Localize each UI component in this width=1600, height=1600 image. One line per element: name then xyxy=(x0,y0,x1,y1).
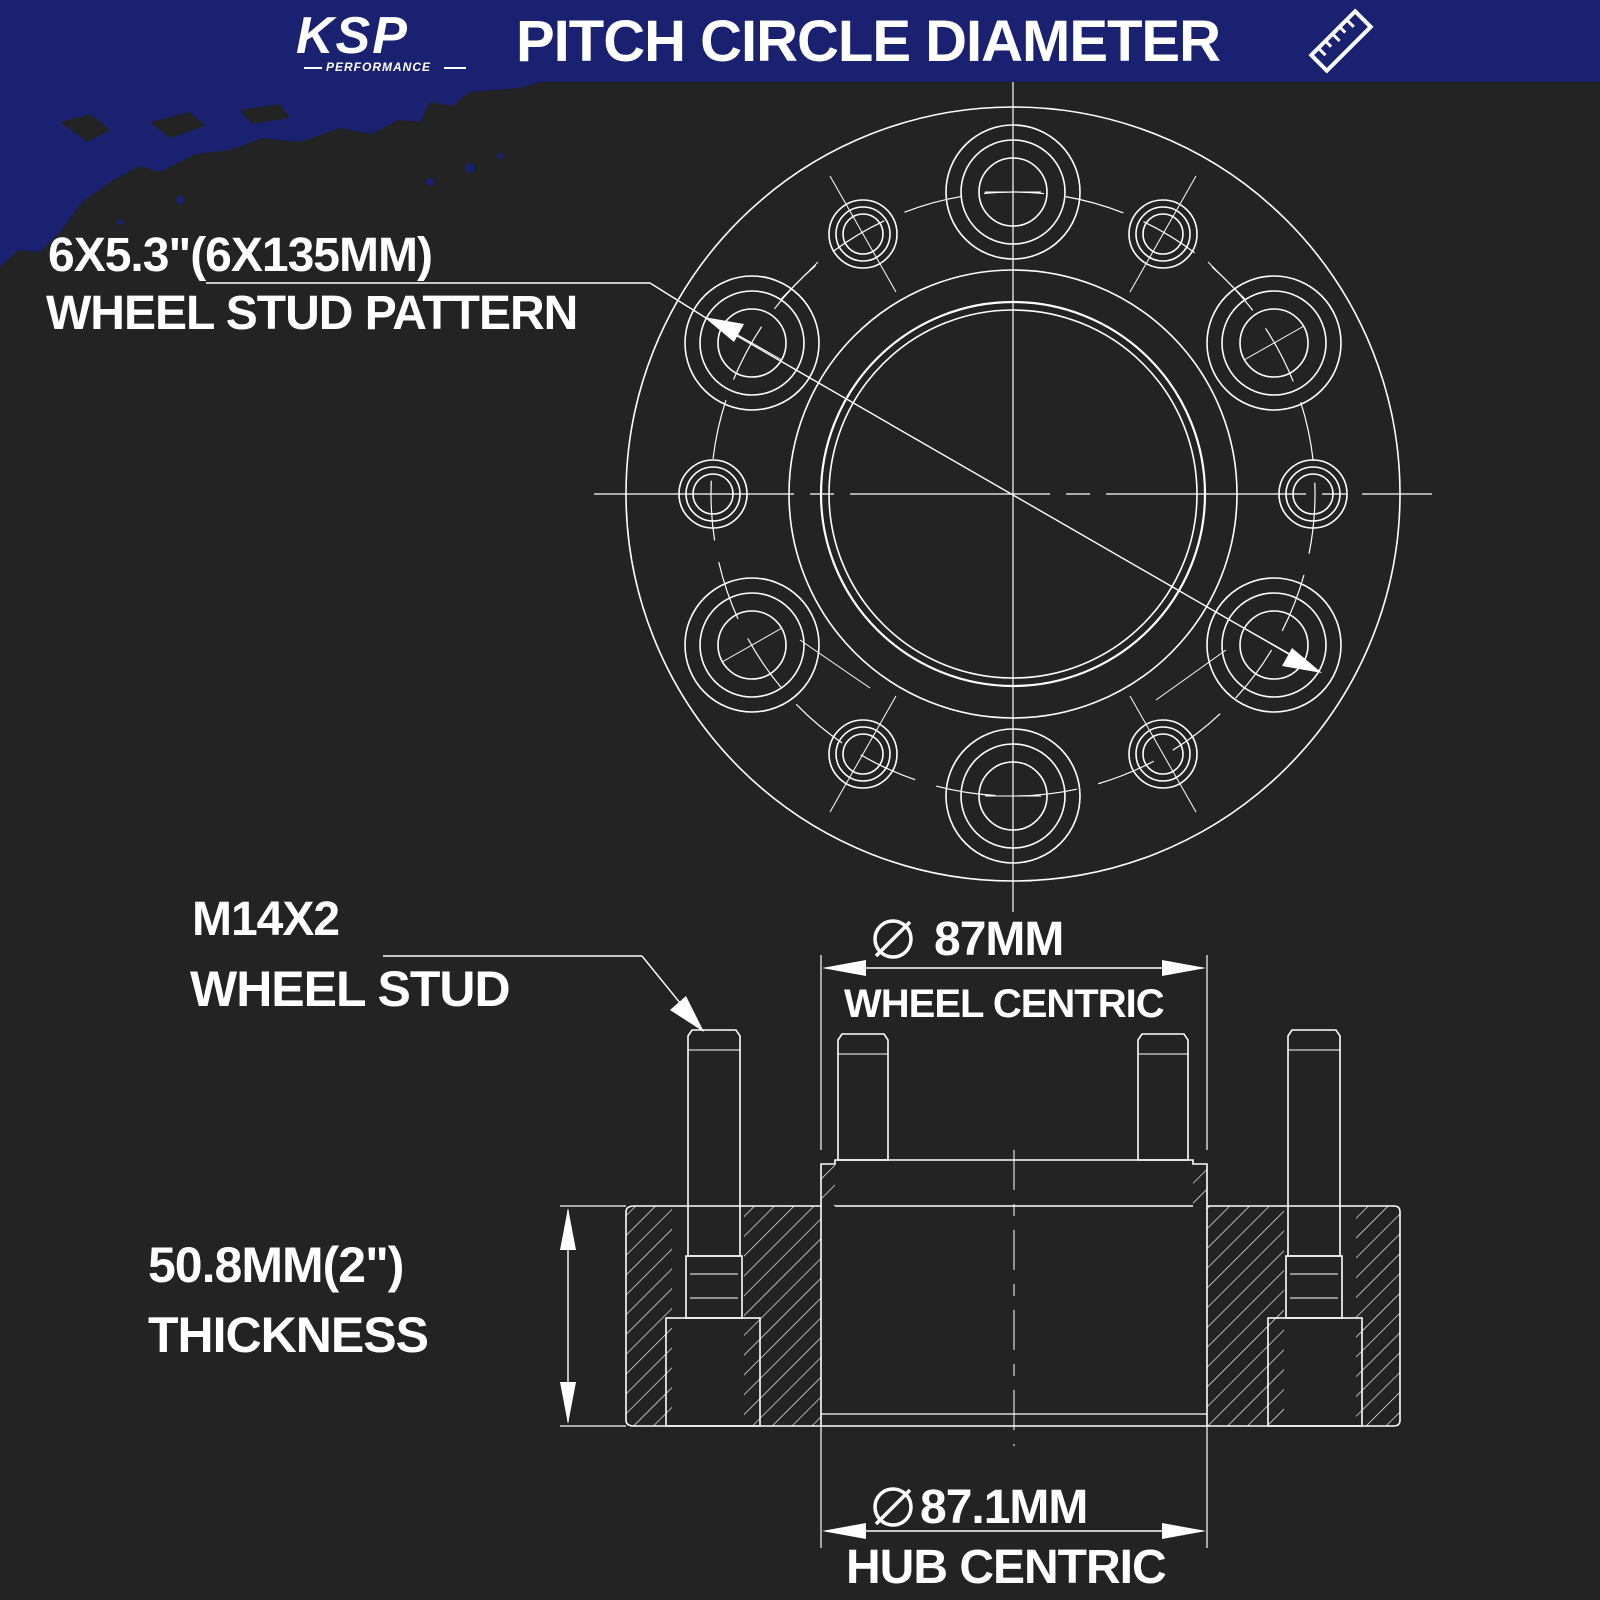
large-stud-holes xyxy=(684,124,1342,864)
brand-logo: KSP PERFORMANCE xyxy=(296,8,481,74)
logo-rule-left xyxy=(304,67,322,69)
hub-centric-value: 87.1MM xyxy=(920,1481,1088,1534)
brand-name: KSP xyxy=(296,7,409,65)
pattern-arrow-left xyxy=(704,317,744,342)
ruler-icon xyxy=(1308,8,1374,74)
stud-pattern-caption: WHEEL STUD PATTERN xyxy=(46,287,578,340)
hatch-left-inner xyxy=(744,1206,821,1426)
hatch-right-inner xyxy=(1207,1206,1284,1426)
wheel-stud-caption: WHEEL STUD xyxy=(190,961,511,1017)
hub-outer-circle xyxy=(788,269,1238,719)
hub-bore-circle-2 xyxy=(828,309,1198,679)
wheel-centric-caption: WHEEL CENTRIC xyxy=(844,982,1165,1026)
page-title: PITCH CIRCLE DIAMETER xyxy=(516,9,1221,74)
paint-splash-decoration xyxy=(0,82,540,267)
hatch-right-outer xyxy=(1356,1206,1400,1426)
stud-arrow xyxy=(670,996,704,1032)
stud-pattern-value: 6X5.3"(6X135MM) xyxy=(48,229,433,282)
logo-rule-right xyxy=(444,67,466,69)
pattern-arrow-right xyxy=(1282,648,1322,673)
brand-subtitle: PERFORMANCE xyxy=(326,60,432,74)
hatch-left-outer xyxy=(626,1206,672,1426)
wheel-stud-value: M14X2 xyxy=(192,893,340,946)
pattern-leader-diagonal xyxy=(649,282,707,319)
small-stud-holes xyxy=(678,175,1348,813)
diameter-icon xyxy=(873,1487,913,1527)
outer-flange-circle xyxy=(625,106,1401,882)
wheel-centric-value: 87MM xyxy=(934,913,1064,966)
thickness-caption: THICKNESS xyxy=(148,1307,429,1363)
diameter-icon xyxy=(873,919,913,959)
side-view xyxy=(383,955,1401,1548)
hub-bore-circle-1 xyxy=(819,300,1207,688)
flange-outline xyxy=(625,1159,1401,1427)
pitch-diameter-line xyxy=(705,317,1321,673)
header-bar xyxy=(0,0,1600,82)
hub-centric-caption: HUB CENTRIC xyxy=(846,1541,1167,1594)
thickness-value: 50.8MM(2") xyxy=(148,1237,404,1293)
top-view xyxy=(206,82,1432,912)
wheel-studs xyxy=(665,1029,1363,1427)
